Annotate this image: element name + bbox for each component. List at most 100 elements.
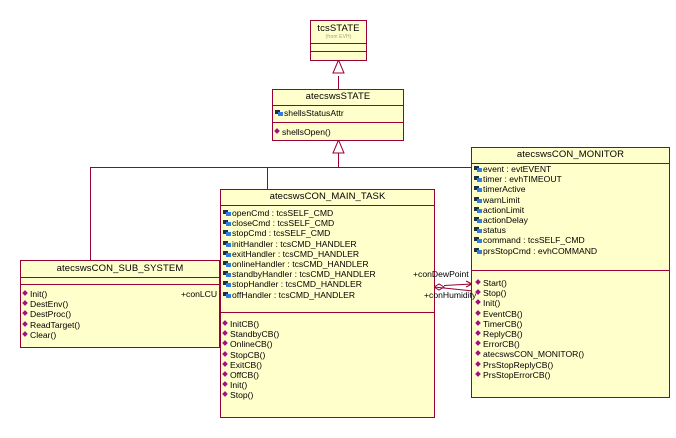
attribute-icon — [223, 291, 231, 298]
operation-row: StopCB() — [223, 350, 434, 360]
operation-row: shellsOpen() — [275, 127, 403, 137]
attribute-row: shellsStatusAttr — [275, 108, 403, 118]
operation-row: Clear() — [23, 330, 219, 340]
attribute-icon — [223, 220, 231, 227]
attribute-icon — [474, 217, 482, 224]
operation-icon — [223, 341, 229, 347]
operation-row: Init() — [476, 298, 669, 308]
operation-icon — [476, 300, 482, 306]
operation-icon — [476, 280, 482, 286]
attribute-icon — [223, 240, 231, 247]
attribute-row: openCmd : tcsSELF_CMD — [223, 208, 434, 218]
attribute-row: status — [474, 225, 669, 235]
attribute-row: warnLimit — [474, 195, 669, 205]
attribute-row: actionLimit — [474, 205, 669, 215]
generalization-arrow-atecswsstate — [332, 138, 345, 154]
class-name: atecswsCON_SUB_SYSTEM — [21, 261, 219, 278]
operation-row: Init() — [23, 289, 219, 299]
attribute-icon — [223, 250, 231, 257]
attribute-row: prsStopCmd : evhCOMMAND — [474, 246, 669, 256]
class-con-sub-system[interactable]: atecswsCON_SUB_SYSTEM Init() DestEnv() D… — [20, 260, 220, 348]
attribute-row: command : tcsSELF_CMD — [474, 235, 669, 245]
attributes-section — [311, 44, 366, 52]
operation-row: DestProc() — [23, 309, 219, 319]
attribute-row: initHandler : tcsCMD_HANDLER — [223, 239, 434, 249]
attribute-icon — [223, 261, 231, 268]
operation-row: atecswsCON_MONITOR() — [476, 349, 669, 359]
class-tcsstate[interactable]: tcsSTATE (from EVH) — [310, 20, 367, 61]
class-con-monitor[interactable]: atecswsCON_MONITOR event : evtEVENT time… — [471, 147, 670, 398]
class-name: atecswsCON_MAIN_TASK — [221, 190, 434, 206]
attribute-icon — [474, 227, 482, 234]
attribute-icon — [223, 281, 231, 288]
class-atecswsstate[interactable]: atecswsSTATE shellsStatusAttr shellsOpen… — [272, 89, 404, 141]
attributes-section: openCmd : tcsSELF_CMD closeCmd : tcsSELF… — [221, 206, 434, 313]
operation-icon — [223, 352, 229, 358]
operation-icon — [23, 332, 29, 338]
operation-row: Start() — [476, 278, 669, 288]
operation-icon — [476, 362, 482, 368]
operations-section: Init() DestEnv() DestProc() ReadTarget()… — [21, 285, 219, 342]
operation-icon — [476, 321, 482, 327]
attributes-section — [21, 278, 219, 285]
attribute-icon — [223, 271, 231, 278]
operation-icon — [23, 301, 29, 307]
operation-row: InitCB() — [223, 319, 434, 329]
association-condewpoint — [443, 283, 473, 286]
attribute-row: exitHandler : tcsCMD_HANDLER — [223, 249, 434, 259]
attribute-row: stopCmd : tcsSELF_CMD — [223, 228, 434, 238]
operation-row: OnlineCB() — [223, 339, 434, 349]
attribute-icon — [223, 230, 231, 237]
attribute-row: timerActive — [474, 184, 669, 194]
operation-row: OffCB() — [223, 370, 434, 380]
operation-icon — [476, 311, 482, 317]
operation-row: ErrorCB() — [476, 339, 669, 349]
operation-icon — [476, 290, 482, 296]
aggregation-diamond — [433, 283, 445, 291]
operation-icon — [223, 382, 229, 388]
operation-icon — [223, 392, 229, 398]
attribute-row: actionDelay — [474, 215, 669, 225]
operation-icon — [223, 362, 229, 368]
attribute-row: standbyHandler : tcsCMD_HANDLER — [223, 269, 434, 279]
class-con-main-task[interactable]: atecswsCON_MAIN_TASK openCmd : tcsSELF_C… — [220, 189, 435, 418]
operations-section: shellsOpen() — [273, 123, 403, 139]
role-label-conhumidity: +conHumidity — [424, 290, 477, 300]
operation-icon — [23, 311, 29, 317]
attribute-icon — [474, 247, 482, 254]
attributes-section: event : evtEVENT timer : evhTIMEOUT time… — [472, 164, 669, 271]
operation-row: Stop() — [476, 288, 669, 298]
operation-row: StandbyCB() — [223, 329, 434, 339]
attribute-icon — [474, 166, 482, 173]
operation-row: EventCB() — [476, 309, 669, 319]
attribute-row: event : evtEVENT — [474, 164, 669, 174]
association-conhumidity — [433, 286, 474, 292]
operations-section: InitCB() StandbyCB() OnlineCB() StopCB()… — [221, 313, 434, 403]
operation-icon — [223, 331, 229, 337]
operation-row: PrsStopErrorCB() — [476, 370, 669, 380]
role-label-condewpoint: +conDewPoint — [413, 269, 469, 279]
operation-row: PrsStopReplyCB() — [476, 360, 669, 370]
operations-section: Start() Stop() Init() EventCB() TimerCB(… — [472, 271, 669, 382]
operation-row: ReadTarget() — [23, 320, 219, 330]
generalization-arrow-tcsstate — [332, 58, 345, 74]
attribute-icon — [474, 237, 482, 244]
role-label-conlcu: +conLCU — [181, 289, 218, 299]
operation-row: ReplyCB() — [476, 329, 669, 339]
operation-icon — [23, 322, 29, 328]
class-name: atecswsSTATE — [273, 90, 403, 106]
operation-row: Stop() — [223, 390, 434, 400]
operation-row: Init() — [223, 380, 434, 390]
class-note: (from EVH) — [325, 34, 352, 40]
class-name: atecswsCON_MONITOR — [472, 148, 669, 164]
operation-icon — [223, 321, 229, 327]
operation-icon — [223, 372, 229, 378]
attribute-icon — [223, 210, 231, 217]
attribute-row: onlineHandler : tcsCMD_HANDLER — [223, 259, 434, 269]
attribute-row: closeCmd : tcsSELF_CMD — [223, 218, 434, 228]
attribute-row: timer : evhTIMEOUT — [474, 174, 669, 184]
attribute-icon — [474, 176, 482, 183]
operation-icon — [275, 129, 281, 135]
attribute-row: offHandler : tcsCMD_HANDLER — [223, 290, 434, 300]
attributes-section: shellsStatusAttr — [273, 106, 403, 123]
